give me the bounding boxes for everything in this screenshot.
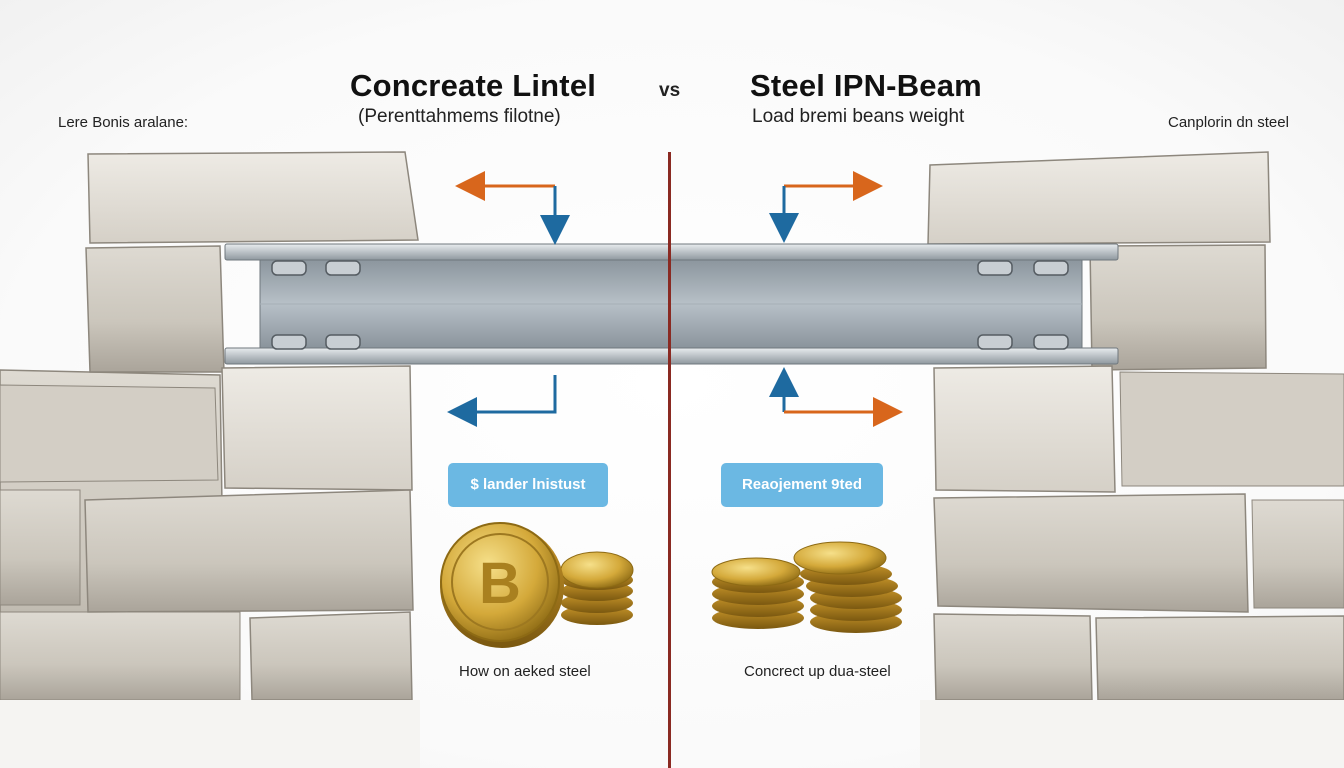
left-info-badge: $ lander lnistust xyxy=(448,463,608,507)
center-divider-line xyxy=(668,152,671,768)
left-load-arrows xyxy=(447,171,570,427)
vs-label: vs xyxy=(659,80,681,101)
right-stone-wall xyxy=(920,151,1344,768)
left-corner-label: Lere Bonis aralane: xyxy=(58,114,189,131)
right-info-badge: Reaojement 9ted xyxy=(721,463,883,507)
right-title: Steel IPN-Beam xyxy=(750,68,982,103)
right-load-arrows xyxy=(769,171,903,427)
left-title: Concreate Lintel xyxy=(350,68,597,103)
right-corner-label: Canplorin dn steel xyxy=(1168,114,1289,131)
svg-text:B: B xyxy=(479,551,521,616)
beam-bolts xyxy=(271,260,1069,350)
bitcoin-coin-icon: B xyxy=(440,522,634,648)
right-subtitle: Load bremi beans weight xyxy=(752,106,965,127)
left-subtitle: (Perenttahmems filotne) xyxy=(358,106,561,127)
left-stone-wall xyxy=(0,151,420,768)
right-caption: Concrect up dua-steel xyxy=(744,663,891,680)
steel-ipn-beam xyxy=(224,243,1119,365)
left-caption: How on aeked steel xyxy=(459,663,591,680)
coin-stack-icon xyxy=(711,541,902,633)
